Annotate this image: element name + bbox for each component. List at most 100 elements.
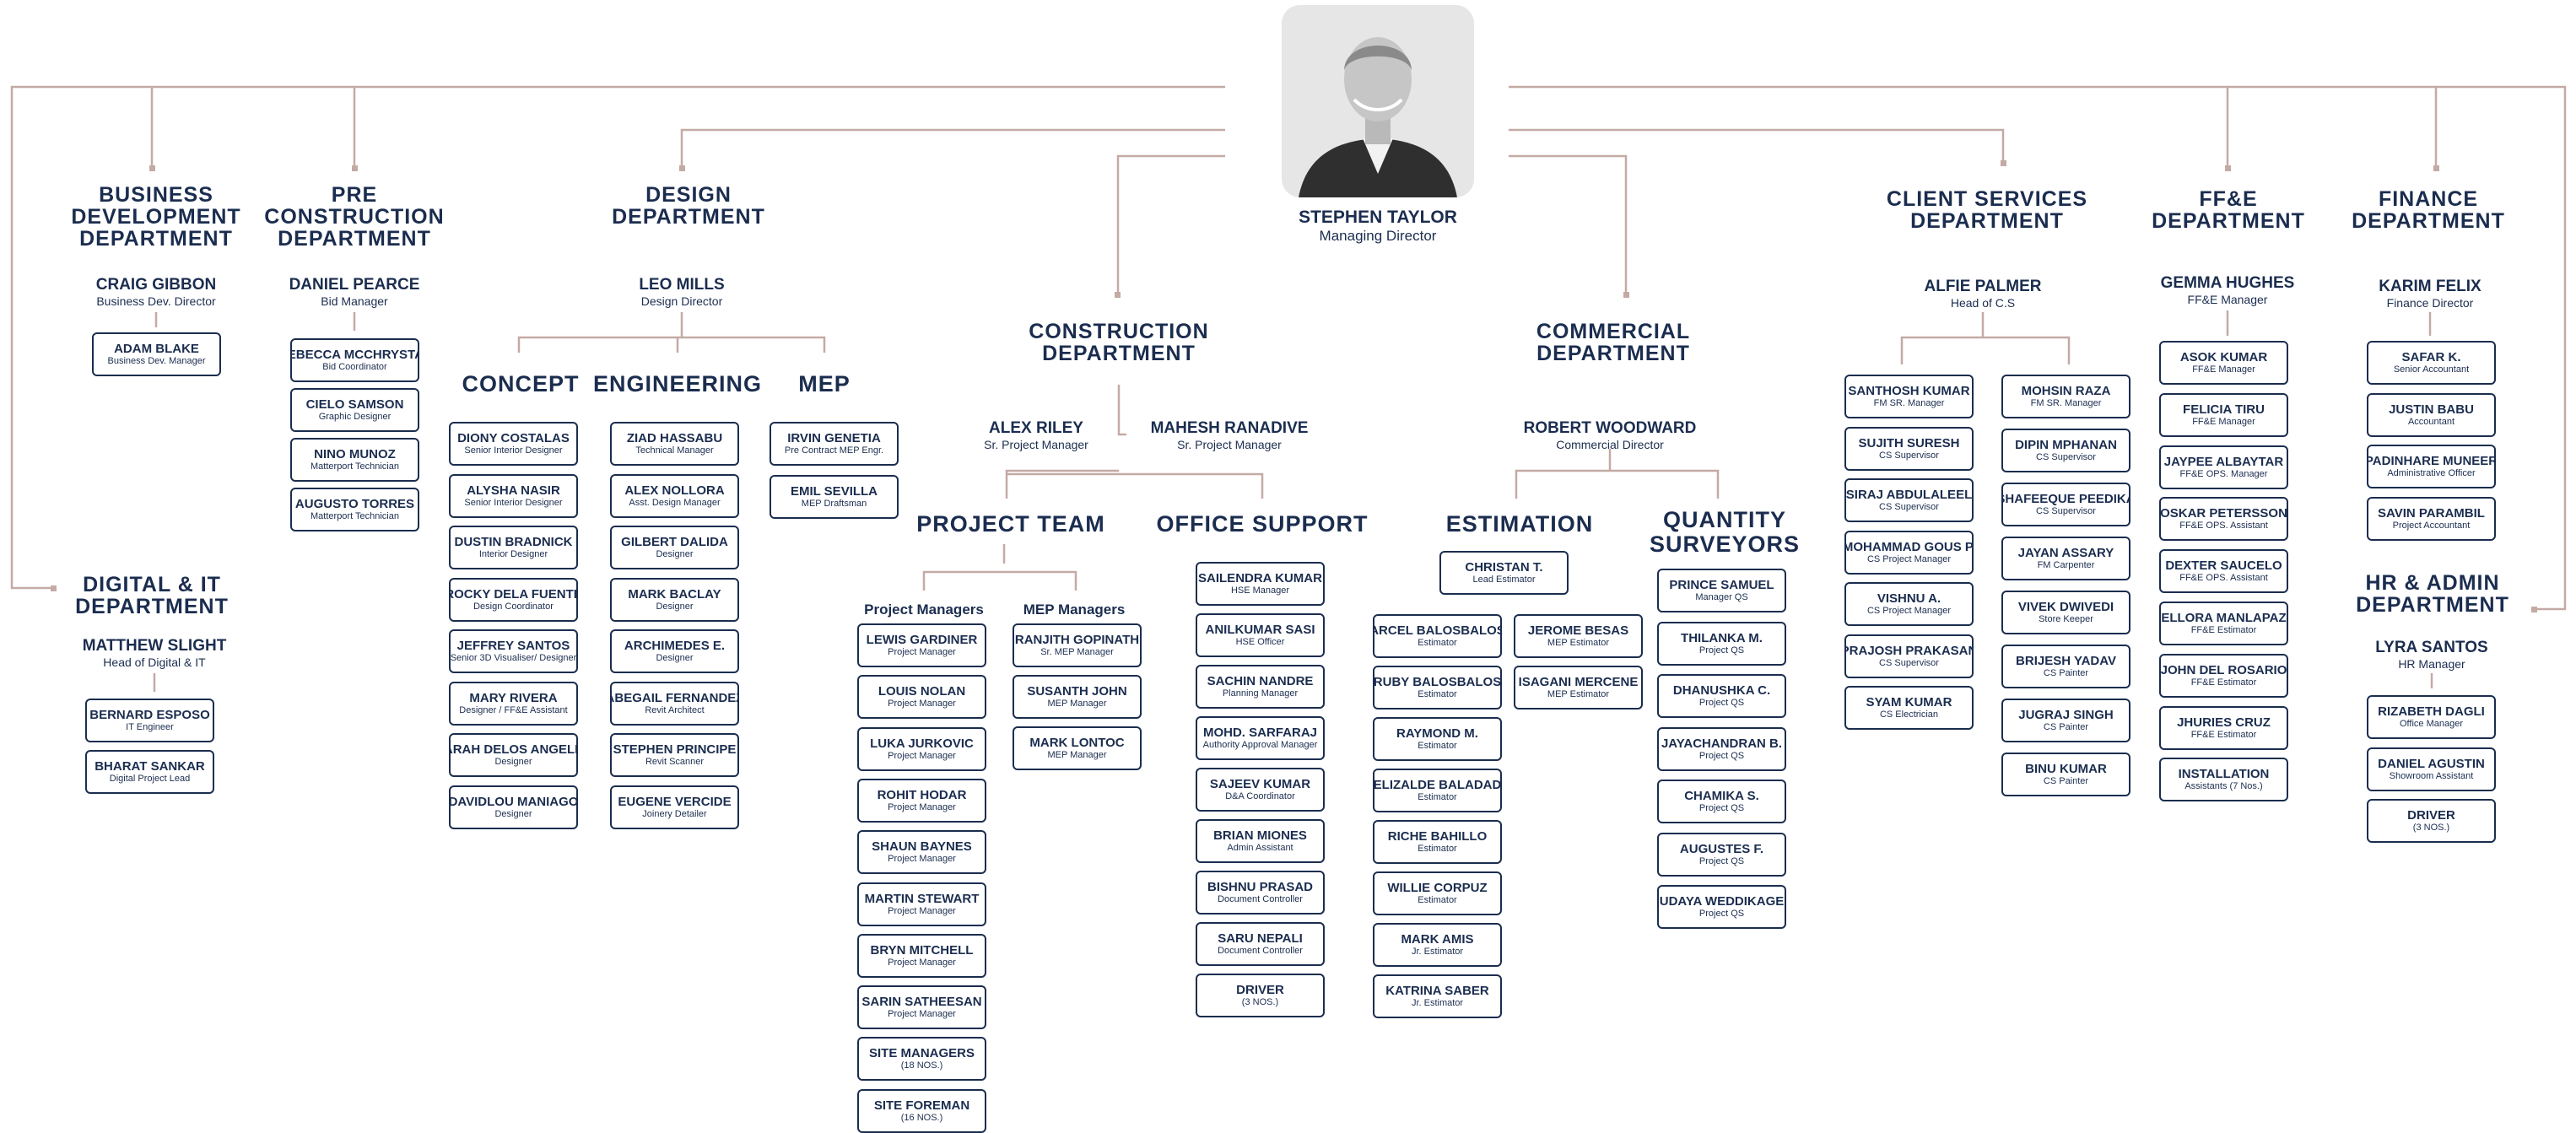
head-name: ROBERT WOODWARD <box>1523 419 1697 437</box>
head-title: Head of C.S <box>1950 296 2016 310</box>
staff-name: CHAMIKA S. <box>1684 789 1759 803</box>
staff-name: JAYACHANDRAN B. <box>1661 736 1783 751</box>
staff-name: SARAH DELOS ANGELES <box>451 742 576 757</box>
staff-card: CHAMIKA S.Project QS <box>1657 780 1786 823</box>
staff-name: SAVIN PARAMBIL <box>2378 506 2485 521</box>
department-title-line: DEPARTMENT <box>1536 342 1690 365</box>
staff-name: JOHN DEL ROSARIO <box>2160 663 2287 677</box>
department-title-line: DEVELOPMENT <box>71 205 241 229</box>
staff-name: BERNARD ESPOSO <box>89 708 210 722</box>
staff-card: JAYACHANDRAN B.Project QS <box>1657 727 1786 771</box>
staff-name: MOHSIN RAZA <box>2021 384 2111 398</box>
staff-card: SITE FOREMAN(16 NOS.) <box>857 1089 986 1133</box>
staff-name: MOHAMMAD GOUS P. <box>1844 540 1974 554</box>
department-title-line: DEPARTMENT <box>75 595 229 618</box>
staff-title: CS Supervisor <box>2036 452 2096 462</box>
staff-title: CS Supervisor <box>1879 502 1939 512</box>
staff-name: ROCKY DELA FUENTE <box>449 587 578 602</box>
staff-name: SAJEEV KUMAR <box>1209 777 1311 791</box>
staff-name: SUJITH SURESH <box>1858 436 1960 451</box>
staff-title: Digital Project Lead <box>109 774 191 784</box>
staff-name: ELLORA MANLAPAZ <box>2161 611 2287 625</box>
staff-name: SITE MANAGERS <box>868 1046 975 1060</box>
staff-title: Estimator <box>1418 689 1457 699</box>
section-title: ESTIMATION <box>1410 512 1629 537</box>
staff-title: FM SR. Manager <box>1873 398 1945 408</box>
staff-title: MEP Draftsman <box>801 499 867 509</box>
staff-title: (16 NOS.) <box>900 1113 943 1123</box>
staff-card: DHANUSHKA C.Project QS <box>1657 674 1786 718</box>
staff-title: CS Project Manager <box>1866 606 1952 616</box>
head-name: MATTHEW SLIGHT <box>82 637 227 655</box>
staff-title: FF&E Estimator <box>2190 625 2257 635</box>
staff-title: Graphic Designer <box>318 412 392 422</box>
section-title-line: OFFICE SUPPORT <box>1156 511 1369 537</box>
staff-title: Document Controller <box>1218 946 1303 956</box>
head-name: DANIEL PEARCE <box>289 276 420 294</box>
staff-name: AUGUSTO TORRES <box>294 497 415 511</box>
staff-title: HSE Officer <box>1235 637 1285 647</box>
staff-title: Senior Interior Designer <box>464 445 563 456</box>
staff-name: ALYSHA NASIR <box>467 483 560 498</box>
staff-name: WILLIE CORPUZ <box>1387 881 1488 895</box>
section-title: ENGINEERING <box>568 372 787 397</box>
staff-name: BRYN MITCHELL <box>870 943 974 958</box>
department-title-line: DEPARTMENT <box>2356 593 2509 617</box>
staff-name: ABEGAIL FERNANDEZ <box>610 691 739 705</box>
section-title-line: SURVEYORS <box>1649 531 1801 557</box>
staff-name: ARCHIMEDES E. <box>624 639 726 653</box>
staff-name: GILBERT DALIDA <box>621 535 728 549</box>
staff-name: DHANUSHKA C. <box>1672 683 1771 698</box>
head-name: ALEX RILEY <box>989 419 1083 437</box>
staff-title: Project Manager <box>888 854 956 864</box>
staff-name: BHARAT SANKAR <box>95 759 205 774</box>
staff-title: Planning Manager <box>1222 688 1299 699</box>
staff-title: D&A Coordinator <box>1225 791 1295 801</box>
staff-name: EMIL SEVILLA <box>790 484 878 499</box>
staff-name: JAYPEE ALBAYTAR <box>2163 455 2284 469</box>
staff-name: CHRISTAN T. <box>1465 560 1543 575</box>
staff-name: RIZABETH DAGLI <box>2378 704 2485 719</box>
staff-title: CS Electrician <box>1879 709 1939 720</box>
staff-name: LUKA JURKOVIC <box>870 736 974 751</box>
staff-title: Designer <box>656 549 694 559</box>
staff-name: THILANKA M. <box>1681 631 1763 645</box>
staff-name: DEXTER SAUCELO <box>2165 558 2282 573</box>
section-title: MEP <box>715 372 934 397</box>
department-title-line: BUSINESS <box>99 183 213 207</box>
staff-title: FM Carpenter <box>2037 560 2095 570</box>
staff-title: Project Manager <box>888 958 956 968</box>
